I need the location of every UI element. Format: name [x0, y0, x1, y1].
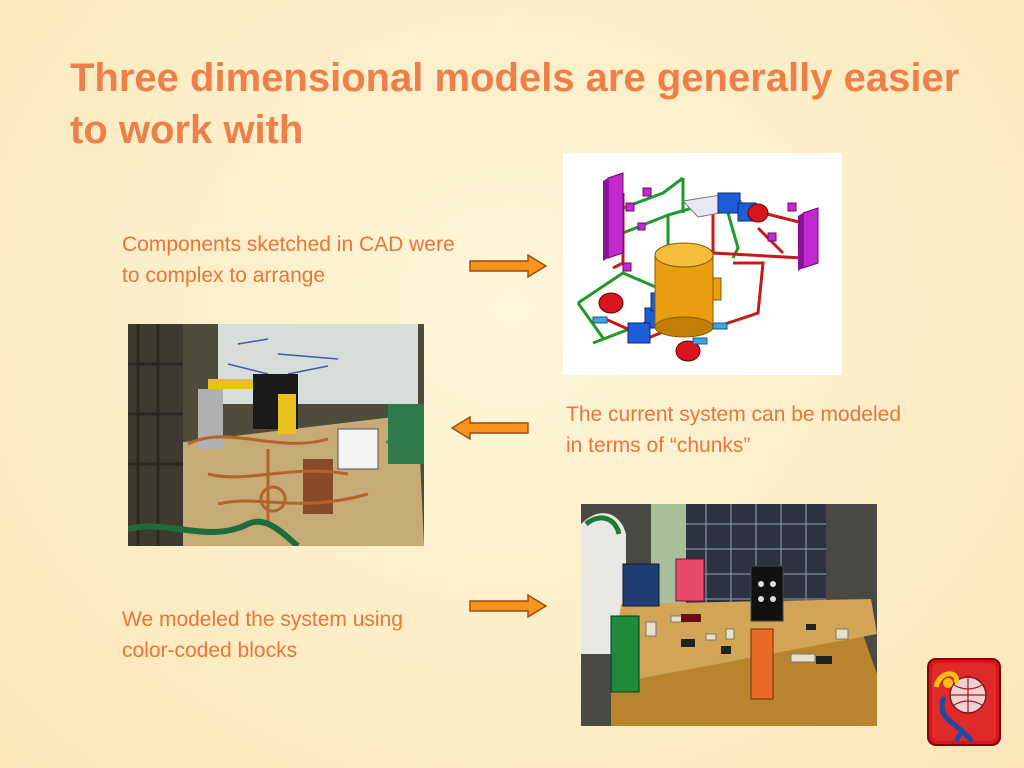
cad-model-image [563, 153, 842, 375]
right-arrow-icon [469, 254, 548, 278]
globe-logo-icon [927, 658, 1001, 746]
color-blocks-photo [581, 504, 877, 726]
left-arrow-icon [450, 416, 529, 440]
slide-title: Three dimensional models are generally e… [70, 56, 960, 152]
lab-system-photo [128, 324, 424, 546]
caption-chunks: The current system can be modeled in ter… [566, 403, 901, 457]
caption-blocks: We modeled the system using color-coded … [122, 608, 403, 662]
caption-cad: Components sketched in CAD were to compl… [122, 233, 455, 287]
right-arrow-icon [469, 594, 548, 618]
